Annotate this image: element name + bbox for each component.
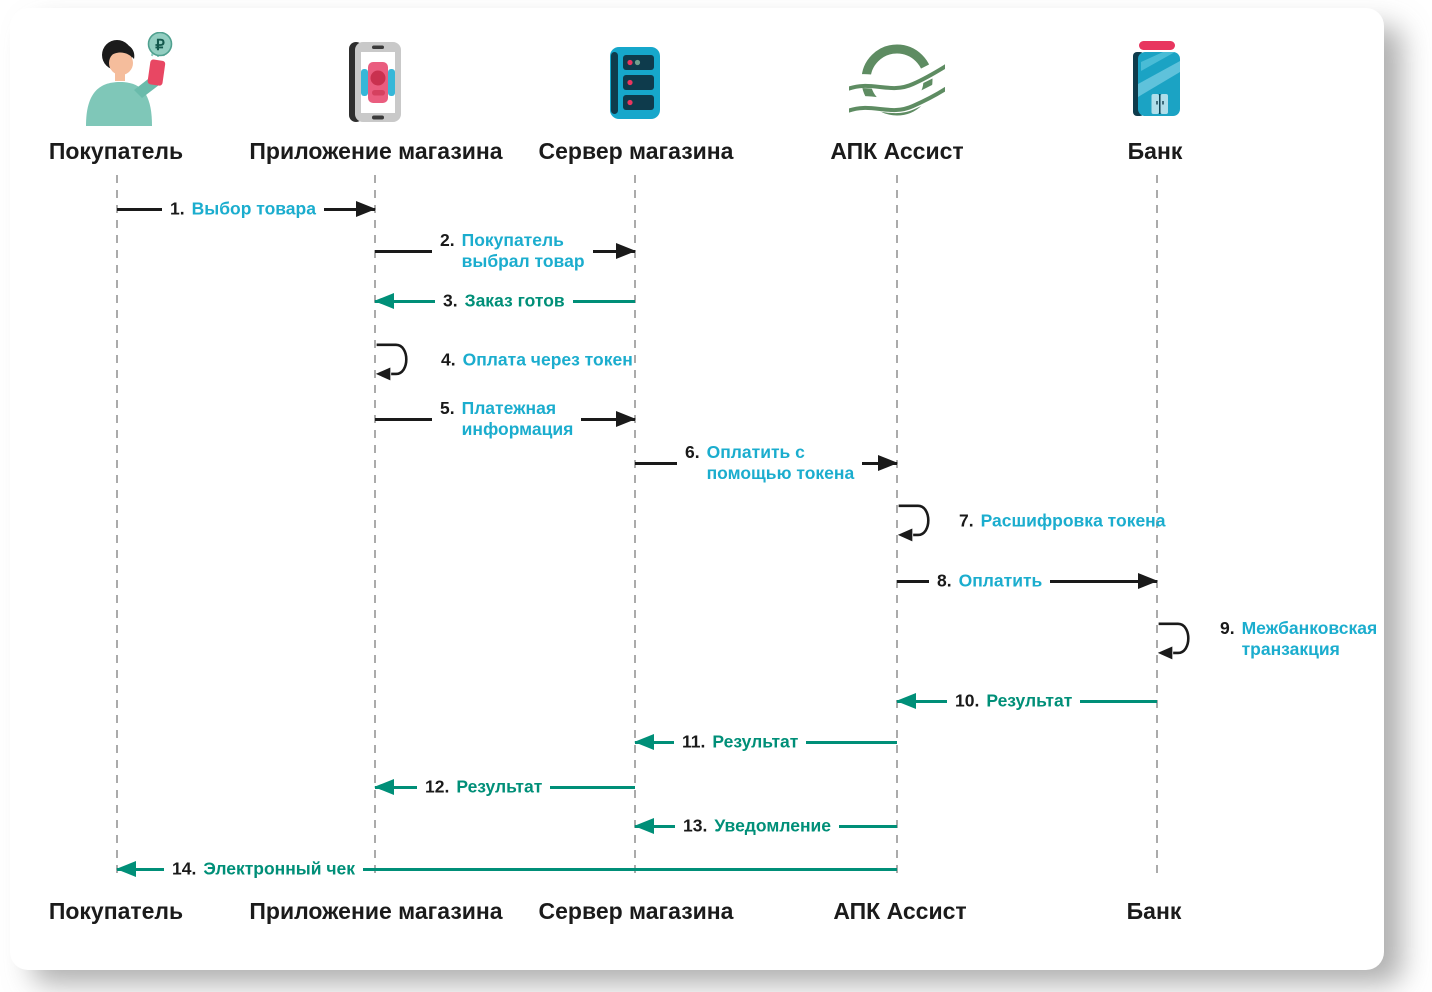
message-10: 10. Результат xyxy=(896,689,1157,713)
lifeline-server xyxy=(634,175,636,880)
arrowhead-left-icon xyxy=(116,861,136,877)
message-label: 7. Расшифровка токена xyxy=(951,510,1174,533)
actor-label-buyer-bottom: Покупатель xyxy=(48,898,184,924)
message-label: 1. Выбор товара xyxy=(162,197,324,221)
message-number: 6. xyxy=(685,442,700,462)
message-13: 13. Уведомление xyxy=(634,814,897,838)
message-number: 1. xyxy=(170,198,185,219)
message-label: 12. Результат xyxy=(417,775,551,799)
actor-label-bank-top: Банк xyxy=(1127,138,1183,164)
message-number: 8. xyxy=(937,570,952,591)
message-label: 13. Уведомление xyxy=(675,814,840,838)
message-line xyxy=(117,867,897,871)
actor-label-server-top: Сервер магазина xyxy=(538,138,734,164)
lifeline-bank xyxy=(1156,175,1158,880)
message-label: 3. Заказ готов xyxy=(435,289,573,313)
lifeline-app xyxy=(374,175,376,880)
message-text: Результат xyxy=(456,776,543,797)
buyer-icon: ₽ xyxy=(86,32,173,126)
message-number: 12. xyxy=(425,776,450,797)
message-text: Результат xyxy=(986,690,1073,711)
bank-icon xyxy=(1133,41,1180,116)
actor-label-app-bottom: Приложение магазина xyxy=(249,898,503,924)
arrowhead-left-icon xyxy=(634,818,654,834)
message-4: 4. Оплата через токен xyxy=(375,340,705,381)
message-label: 14. Электронный чек xyxy=(164,857,364,881)
message-7: 7. Расшифровка токена xyxy=(897,501,1227,542)
message-text: Электронный чек xyxy=(203,858,356,879)
message-label: 10. Результат xyxy=(947,689,1081,713)
arrowhead-right-icon xyxy=(616,411,636,427)
message-number: 11. xyxy=(682,731,706,752)
message-number: 4. xyxy=(441,349,456,370)
arrowhead-right-icon xyxy=(878,455,898,471)
actor-label-assist-bottom: АПК Ассист xyxy=(833,898,967,924)
smartphone-app-icon xyxy=(349,42,401,122)
message-text: Заказ готов xyxy=(464,290,565,311)
arrowhead-left-icon xyxy=(896,693,916,709)
svg-text:₽: ₽ xyxy=(155,37,165,54)
message-12: 12. Результат xyxy=(374,775,635,799)
message-text: Уведомление xyxy=(714,815,832,836)
message-text: Оплата через токен xyxy=(462,349,633,370)
message-14: 14. Электронный чек xyxy=(116,857,897,881)
self-loop-icon xyxy=(375,343,408,381)
actor-label-buyer-top: Покупатель xyxy=(48,138,184,164)
arrowhead-right-icon xyxy=(356,201,376,217)
message-number: 14. xyxy=(172,858,197,879)
self-loop-icon xyxy=(1157,622,1190,660)
actor-label-server-bottom: Сервер магазина xyxy=(538,898,734,924)
message-number: 5. xyxy=(440,398,455,418)
message-8: 8. Оплатить xyxy=(897,569,1158,593)
lifeline-assist xyxy=(896,175,898,880)
message-number: 7. xyxy=(959,510,974,531)
arrowhead-right-icon xyxy=(616,243,636,259)
message-label: 4. Оплата через токен xyxy=(433,349,641,372)
assist-logo-icon xyxy=(849,44,945,116)
message-number: 9. xyxy=(1220,618,1235,638)
message-text: Результат xyxy=(712,731,799,752)
message-label: 8. Оплатить xyxy=(929,569,1051,593)
diagram-card xyxy=(10,8,1384,970)
message-text: Оплатить xyxy=(958,570,1043,591)
message-number: 10. xyxy=(955,690,980,711)
server-icon xyxy=(610,47,660,119)
actor-label-assist-top: АПК Ассист xyxy=(830,138,964,164)
message-1: 1. Выбор товара xyxy=(117,197,376,221)
arrowhead-left-icon xyxy=(374,293,394,309)
message-number: 13. xyxy=(683,815,708,836)
message-label: 11. Результат xyxy=(674,730,807,754)
arrowhead-left-icon xyxy=(634,734,654,750)
message-text: Выбор товара xyxy=(191,198,316,219)
message-11: 11. Результат xyxy=(634,730,897,754)
arrowhead-left-icon xyxy=(374,779,394,795)
message-number: 2. xyxy=(440,230,455,250)
lifeline-buyer xyxy=(116,175,118,880)
actor-label-app-top: Приложение магазина xyxy=(249,138,503,164)
self-loop-icon xyxy=(897,504,930,542)
message-number: 3. xyxy=(443,290,458,311)
message-text: Расшифровка токена xyxy=(980,510,1166,531)
message-3: 3. Заказ готов xyxy=(374,289,635,313)
arrowhead-right-icon xyxy=(1138,573,1158,589)
actor-label-bank-bottom: Банк xyxy=(1126,898,1182,924)
